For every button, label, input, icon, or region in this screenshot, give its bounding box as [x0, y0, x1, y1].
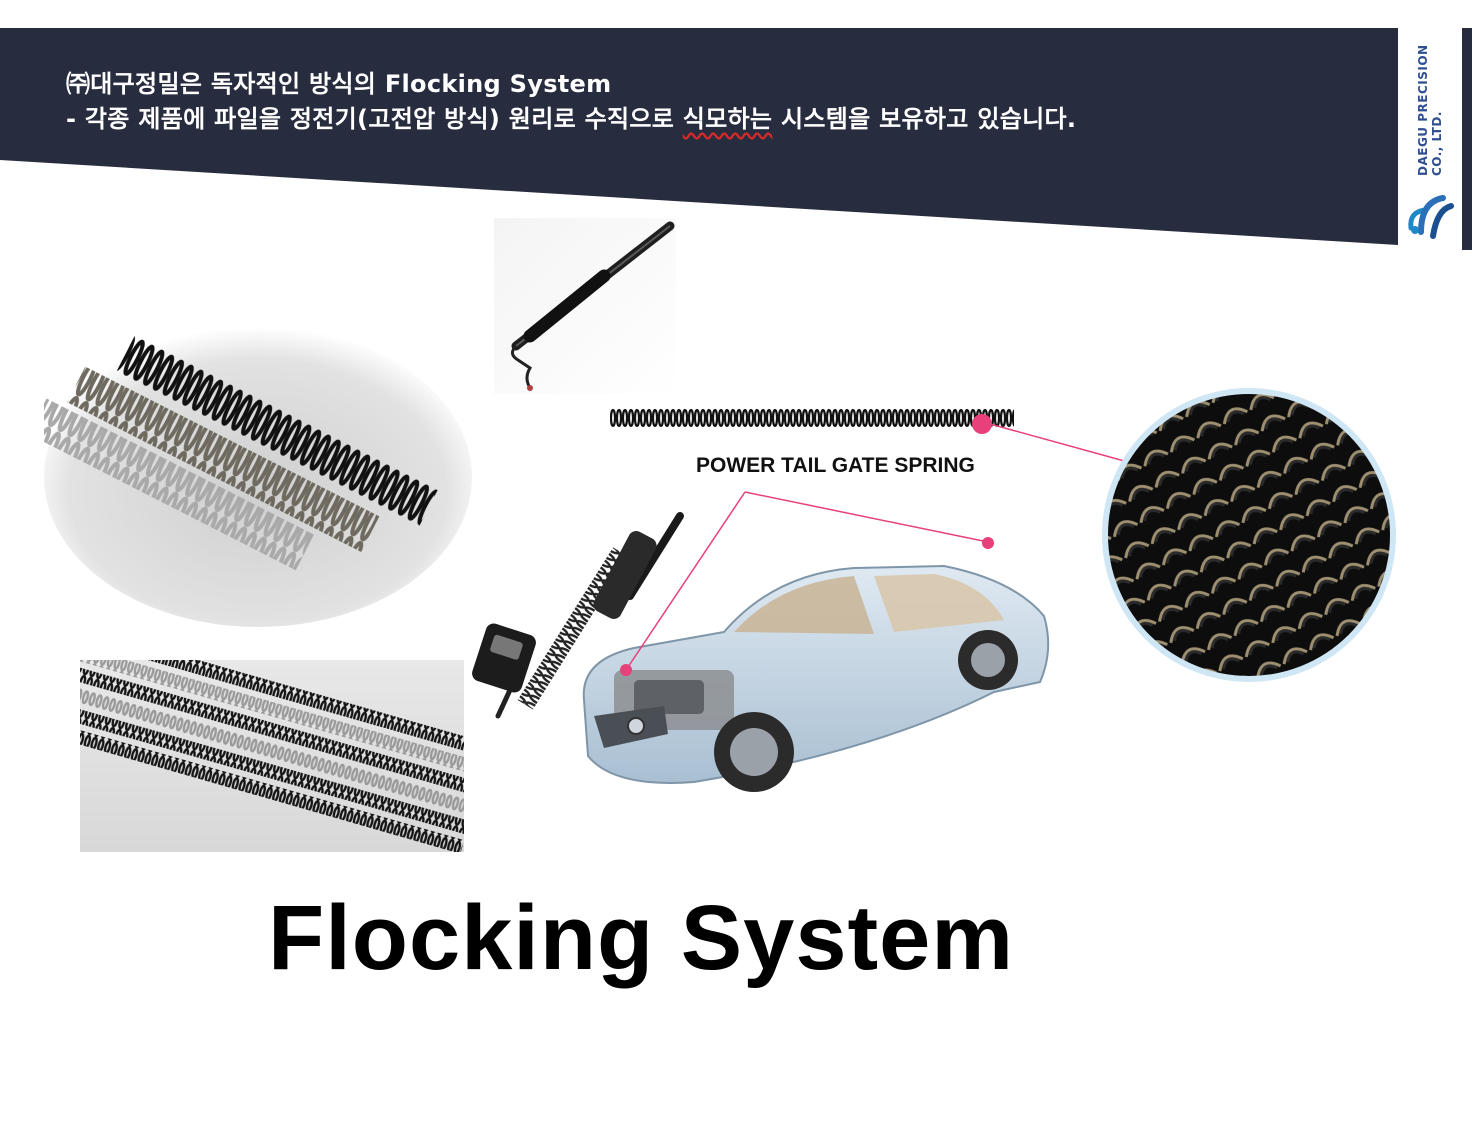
coil-springs-oval-photo [44, 327, 472, 627]
brand-name-line1: DAEGU PRECISION [1416, 44, 1430, 176]
page-title: Flocking System [268, 887, 1015, 989]
header-line-2: - 각종 제품에 파일을 정전기(고전압 방식) 원리로 수직으로 식모하는 시… [66, 99, 1076, 134]
brand-name: DAEGU PRECISION CO., LTD. [1416, 28, 1444, 178]
brand-logo-icon [1408, 195, 1454, 239]
brand-name-line2: CO., LTD. [1430, 111, 1444, 176]
header-line-2-suffix: 시스템을 보유하고 있습니다. [772, 105, 1077, 133]
tail-gate-spring-image [610, 406, 1014, 430]
spring-caption: POWER TAIL GATE SPRING [696, 454, 975, 477]
gas-spring-rod-photo [494, 218, 676, 394]
car-cutaway-image [582, 564, 1050, 792]
header-line-2-prefix: - 각종 제품에 파일을 정전기(고전압 방식) 원리로 수직으로 [66, 105, 683, 133]
header-line-2-underlined: 식모하는 [682, 105, 773, 133]
header-line-1: ㈜대구정밀은 독자적인 방식의 Flocking System [66, 70, 612, 98]
spring-bundle-photo [80, 660, 464, 852]
flocked-coil-closeup-photo [1102, 388, 1396, 682]
